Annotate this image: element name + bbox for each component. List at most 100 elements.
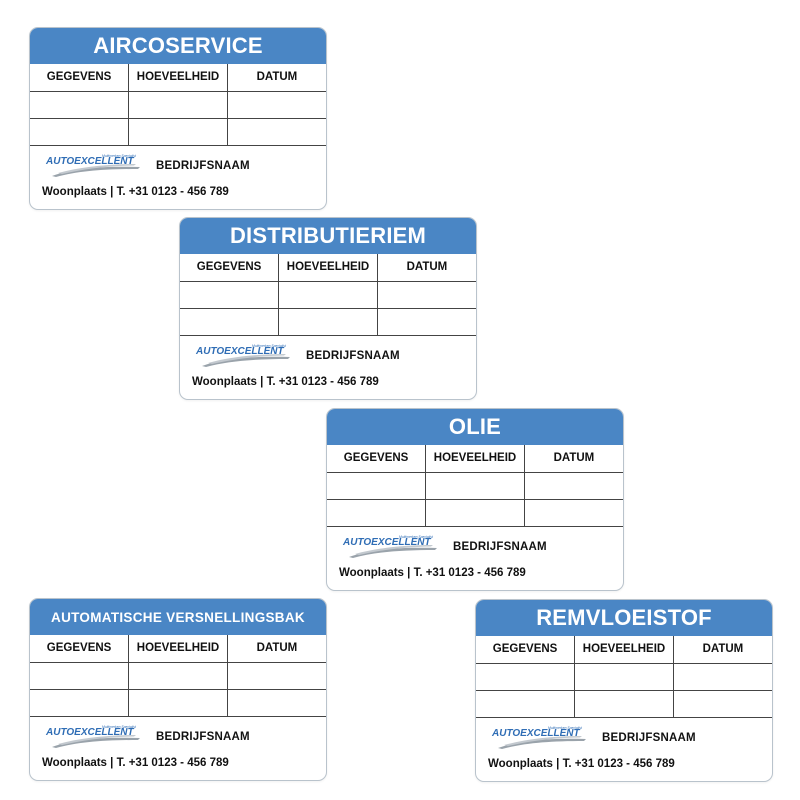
label-footer: Multimerken Specialist AUTOEXCELLENT BED… [30, 146, 326, 210]
table-row [30, 662, 326, 690]
column-header-datum: DATUM [673, 636, 772, 664]
table-row [30, 118, 326, 146]
table-row [180, 281, 476, 309]
table-row [327, 499, 623, 527]
service-label: AUTOMATISCHE VERSNELLINGSBAK GEGEVENS HO… [29, 598, 327, 781]
table-cell[interactable] [278, 308, 378, 336]
company-name: BEDRIJFSNAAM [156, 159, 250, 172]
table-cell[interactable] [227, 118, 326, 146]
table-row [30, 91, 326, 119]
logo-wordmark: AUTOEXCELLENT [195, 346, 284, 357]
column-header-gegevens: GEGEVENS [327, 445, 427, 473]
table-cell[interactable] [476, 663, 576, 691]
autoexcellent-logo: Multimerken Specialist AUTOEXCELLENT [45, 154, 140, 177]
logo-tagline: Multimerken Specialist [399, 535, 434, 539]
service-table: GEGEVENS HOEVEELHEID DATUM [476, 636, 772, 718]
label-title: REMVLOEISTOF [476, 600, 772, 636]
table-cell[interactable] [30, 689, 130, 717]
logo-tagline: Multimerken Specialist [252, 344, 287, 348]
logo-swoosh-light [504, 735, 582, 746]
table-header-row: GEGEVENS HOEVEELHEID DATUM [327, 445, 623, 473]
table-cell[interactable] [128, 91, 228, 119]
table-cell[interactable] [30, 91, 130, 119]
table-cell[interactable] [574, 663, 674, 691]
logo-wordmark: AUTOEXCELLENT [45, 727, 134, 738]
label-title: AUTOMATISCHE VERSNELLINGSBAK [30, 599, 326, 635]
table-cell[interactable] [425, 499, 525, 527]
column-header-hoeveelheid: HOEVEELHEID [574, 636, 674, 664]
table-header-row: GEGEVENS HOEVEELHEID DATUM [180, 254, 476, 282]
table-row [327, 472, 623, 500]
logo-tagline: Multimerken Specialist [102, 725, 137, 729]
column-header-hoeveelheid: HOEVEELHEID [128, 64, 228, 92]
table-cell[interactable] [128, 118, 228, 146]
table-cell[interactable] [327, 499, 427, 527]
column-header-hoeveelheid: HOEVEELHEID [425, 445, 525, 473]
column-header-gegevens: GEGEVENS [30, 635, 130, 663]
label-footer: Multimerken Specialist AUTOEXCELLENT BED… [327, 527, 623, 591]
table-cell[interactable] [377, 308, 476, 336]
logo-swoosh-light [208, 353, 286, 364]
table-cell[interactable] [574, 690, 674, 718]
table-header-row: GEGEVENS HOEVEELHEID DATUM [30, 64, 326, 92]
label-title: DISTRIBUTIERIEM [180, 218, 476, 254]
table-cell[interactable] [180, 308, 280, 336]
table-cell[interactable] [227, 662, 326, 690]
company-name: BEDRIJFSNAAM [453, 540, 547, 553]
service-table: GEGEVENS HOEVEELHEID DATUM [30, 64, 326, 146]
table-cell[interactable] [128, 662, 228, 690]
label-title: AIRCOSERVICE [30, 28, 326, 64]
table-cell[interactable] [327, 472, 427, 500]
label-footer: Multimerken Specialist AUTOEXCELLENT BED… [476, 718, 772, 782]
table-row [476, 663, 772, 691]
table-cell[interactable] [476, 690, 576, 718]
autoexcellent-logo: Multimerken Specialist AUTOEXCELLENT [342, 535, 437, 558]
logo-wordmark: AUTOEXCELLENT [491, 728, 580, 739]
logo-tagline: Multimerken Specialist [102, 154, 137, 158]
table-cell[interactable] [227, 689, 326, 717]
table-cell[interactable] [425, 472, 525, 500]
table-cell[interactable] [673, 663, 772, 691]
column-header-hoeveelheid: HOEVEELHEID [278, 254, 378, 282]
column-header-datum: DATUM [227, 635, 326, 663]
table-cell[interactable] [278, 281, 378, 309]
company-name: BEDRIJFSNAAM [306, 349, 400, 362]
company-name: BEDRIJFSNAAM [602, 731, 696, 744]
label-footer: Multimerken Specialist AUTOEXCELLENT BED… [30, 717, 326, 781]
service-label: AIRCOSERVICE GEGEVENS HOEVEELHEID DATUM [29, 27, 327, 210]
table-cell[interactable] [377, 281, 476, 309]
table-cell[interactable] [30, 118, 130, 146]
column-header-gegevens: GEGEVENS [476, 636, 576, 664]
logo-swoosh-light [355, 544, 433, 555]
table-cell[interactable] [524, 472, 623, 500]
service-table: GEGEVENS HOEVEELHEID DATUM [327, 445, 623, 527]
logo-swoosh-light [58, 734, 136, 745]
table-header-row: GEGEVENS HOEVEELHEID DATUM [476, 636, 772, 664]
column-header-datum: DATUM [524, 445, 623, 473]
table-row [476, 690, 772, 718]
contact-line: Woonplaats | T. +31 0123 - 456 789 [42, 756, 229, 769]
service-table: GEGEVENS HOEVEELHEID DATUM [180, 254, 476, 336]
table-row [30, 689, 326, 717]
logo-wordmark: AUTOEXCELLENT [342, 537, 431, 548]
label-title: OLIE [327, 409, 623, 445]
autoexcellent-logo: Multimerken Specialist AUTOEXCELLENT [491, 726, 586, 749]
logo-tagline: Multimerken Specialist [548, 726, 583, 730]
contact-line: Woonplaats | T. +31 0123 - 456 789 [339, 566, 526, 579]
table-cell[interactable] [128, 689, 228, 717]
contact-line: Woonplaats | T. +31 0123 - 456 789 [488, 757, 675, 770]
column-header-datum: DATUM [227, 64, 326, 92]
table-cell[interactable] [30, 662, 130, 690]
table-cell[interactable] [180, 281, 280, 309]
table-cell[interactable] [673, 690, 772, 718]
label-footer: Multimerken Specialist AUTOEXCELLENT BED… [180, 336, 476, 400]
column-header-hoeveelheid: HOEVEELHEID [128, 635, 228, 663]
table-header-row: GEGEVENS HOEVEELHEID DATUM [30, 635, 326, 663]
table-row [180, 308, 476, 336]
table-cell[interactable] [227, 91, 326, 119]
column-header-gegevens: GEGEVENS [180, 254, 280, 282]
service-table: GEGEVENS HOEVEELHEID DATUM [30, 635, 326, 717]
contact-line: Woonplaats | T. +31 0123 - 456 789 [42, 185, 229, 198]
service-label: REMVLOEISTOF GEGEVENS HOEVEELHEID DATUM [475, 599, 773, 782]
table-cell[interactable] [524, 499, 623, 527]
